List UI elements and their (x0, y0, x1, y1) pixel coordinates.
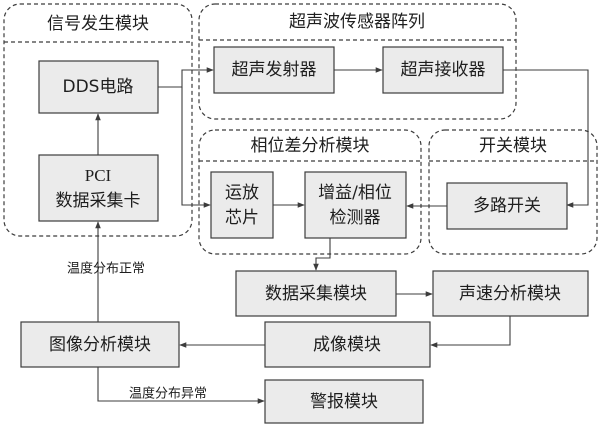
node-multiplexer: 多路开关 (446, 182, 568, 230)
node-ultrasonic-transmitter: 超声发射器 (213, 46, 335, 94)
arrow-dds-to-transmitter (158, 67, 214, 88)
node-gain-phase-detector: 增益/相位 检测器 (304, 171, 407, 239)
node-label-transmitter: 超声发射器 (232, 60, 317, 80)
node-label-gain-line2: 检测器 (330, 208, 381, 228)
node-ultrasonic-receiver: 超声接收器 (382, 46, 504, 94)
node-label-daq: 数据采集模块 (265, 284, 367, 304)
node-label-dds: DDS电路 (63, 77, 134, 97)
arrow-receiver-to-switch (503, 69, 589, 208)
node-data-acquisition: 数据采集模块 (235, 270, 397, 317)
group-title-phase: 相位差分析模块 (251, 136, 370, 156)
node-label-imaging: 成像模块 (313, 335, 381, 355)
node-label-alarm: 警报模块 (310, 392, 378, 412)
node-label-opamp-line1: 运放 (225, 183, 259, 203)
arrow-detector-to-daq (313, 238, 331, 271)
node-dds-circuit: DDS电路 (38, 60, 159, 114)
arrow-image-analysis-to-alarm (97, 367, 265, 404)
node-image-analysis: 图像分析模块 (20, 321, 180, 368)
arrow-speed-to-imaging (430, 316, 511, 348)
edge-label-temp-abnormal: 温度分布异常 (129, 386, 207, 402)
group-title-switch: 开关模块 (479, 136, 547, 156)
node-label-image-analysis: 图像分析模块 (49, 335, 151, 355)
node-imaging: 成像模块 (264, 321, 431, 368)
group-switch: 开关模块 (428, 129, 598, 255)
node-label-pci-line1: PCI (85, 166, 112, 185)
edge-label-temp-normal: 温度分布正常 (67, 261, 145, 277)
node-alarm: 警报模块 (264, 379, 424, 424)
group-title-signal: 信号发生模块 (47, 14, 149, 34)
group-phase-analysis: 相位差分析模块 (198, 129, 422, 255)
node-label-receiver: 超声接收器 (401, 60, 486, 80)
node-pci-card: PCI 数据采集卡 (38, 154, 159, 222)
arrow-dds-to-opamp (181, 87, 211, 208)
node-opamp-chip: 运放 芯片 (210, 171, 274, 239)
group-title-sensor: 超声波传感器阵列 (289, 12, 425, 32)
node-label-pci-line2: 数据采集卡 (56, 191, 141, 211)
group-ultrasonic-sensor-array: 超声波传感器阵列 (198, 3, 517, 120)
node-label-mux: 多路开关 (473, 196, 541, 216)
node-label-gain-line1: 增益/相位 (318, 183, 392, 203)
node-label-speed: 声速分析模块 (459, 284, 561, 304)
node-label-opamp-line2: 芯片 (225, 208, 259, 228)
node-sound-speed-analysis: 声速分析模块 (432, 270, 589, 317)
